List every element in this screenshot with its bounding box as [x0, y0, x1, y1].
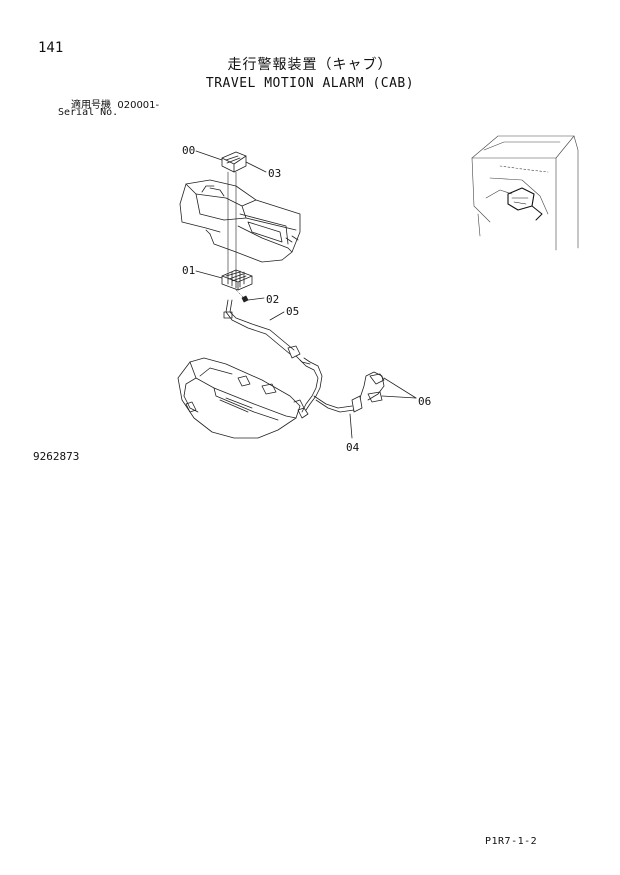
page-number: 141: [38, 40, 64, 56]
serial-label-english: Serial No.: [58, 107, 119, 118]
console-upper: [179, 179, 301, 263]
callout-02: 02: [266, 293, 280, 306]
callout-05: 05: [286, 305, 300, 318]
page-title-japanese: 走行警報装置（キャブ）: [227, 57, 393, 73]
part-05-harness: [223, 299, 311, 365]
cab-location-inset: [471, 135, 579, 251]
callout-00: 00: [182, 144, 196, 157]
part-01-panel: [221, 269, 253, 291]
page-title-english: TRAVEL MOTION ALARM (CAB): [205, 76, 415, 91]
callout-01: 01: [182, 264, 196, 277]
part-02-fastener: [235, 289, 249, 303]
console-lower-cover: [177, 357, 305, 439]
part-00-switch: [221, 151, 247, 173]
drawing-number: 9262873: [33, 450, 80, 463]
callout-06: 06: [418, 395, 432, 408]
callout-04: 04: [346, 441, 360, 454]
serial-applicability-line: 適用号機 020001-: [71, 96, 159, 111]
serial-label-japanese: 適用号機: [71, 100, 111, 111]
part-04-harness: [297, 357, 385, 419]
serial-value: 020001-: [117, 100, 160, 111]
callout-03: 03: [268, 167, 282, 180]
page-code: P1R7-1-2: [485, 836, 538, 847]
